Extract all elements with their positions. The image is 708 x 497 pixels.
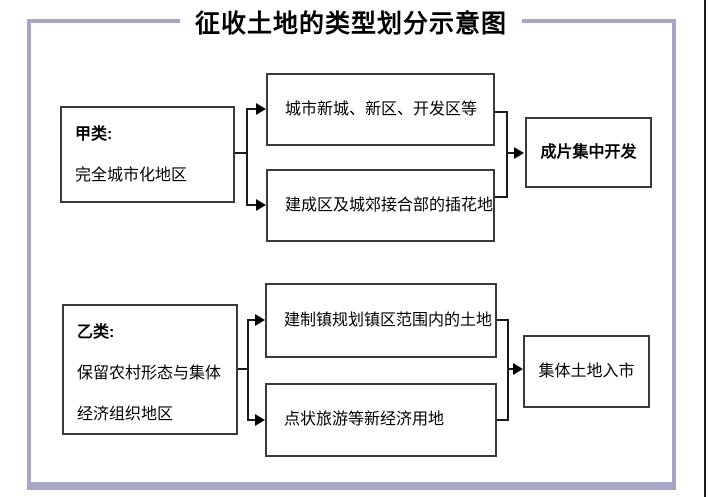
- connector-a1-out-stub: [495, 111, 508, 113]
- category-b-heading: 乙类:: [77, 324, 115, 341]
- connector-b-arm-1: [247, 319, 257, 321]
- branch-b1-label: 建制镇规划镇区范围内的土地: [284, 311, 493, 329]
- connector-b-source-stub: [238, 368, 249, 370]
- category-a-description: 完全城市化地区: [75, 167, 188, 184]
- connector-b1-out-stub: [497, 319, 509, 321]
- box-branch-a2: 建成区及城郊接合部的插花地: [266, 169, 495, 242]
- result-a-label: 成片集中开发: [540, 143, 637, 161]
- connector-b2-out-stub: [497, 419, 509, 421]
- connector-a-arm-1: [246, 108, 257, 110]
- branch-a2-label: 建成区及城郊接合部的插花地: [285, 196, 494, 214]
- arrow-right-icon: [255, 414, 265, 426]
- box-result-b: 集体土地入市: [523, 335, 650, 408]
- connector-b-right-vertical: [507, 319, 509, 421]
- page-edge-rule: [704, 0, 706, 497]
- branch-b2-label: 点状旅游等新经济用地: [284, 411, 445, 429]
- box-branch-b2: 点状旅游等新经济用地: [265, 383, 497, 457]
- category-b-description-line1: 保留农村形态与集体: [77, 365, 222, 382]
- arrow-right-icon: [255, 314, 265, 326]
- connector-b-left-vertical: [247, 319, 249, 421]
- category-b-description-line2: 经济组织地区: [77, 406, 174, 423]
- box-category-a: 甲类: 完全城市化地区: [60, 106, 235, 203]
- branch-a1-label: 城市新城、新区、开发区等: [285, 100, 478, 118]
- arrow-right-icon: [256, 103, 266, 115]
- connector-a-source-stub: [235, 152, 248, 154]
- box-result-a: 成片集中开发: [525, 117, 652, 188]
- arrow-right-icon: [513, 363, 523, 375]
- diagram-title: 征收土地的类型划分示意图: [179, 4, 523, 40]
- connector-b-arm-2: [247, 419, 257, 421]
- box-branch-a1: 城市新城、新区、开发区等: [266, 73, 495, 146]
- connector-a2-out-stub: [495, 196, 508, 198]
- box-category-b: 乙类: 保留农村形态与集体 经济组织地区: [62, 304, 238, 435]
- connector-a-result-arm: [506, 152, 515, 154]
- result-b-label: 集体土地入市: [538, 362, 635, 380]
- category-a-heading: 甲类:: [75, 126, 113, 143]
- arrow-right-icon: [256, 199, 266, 211]
- connector-b-result-arm: [507, 368, 515, 370]
- connector-a-right-vertical: [506, 111, 508, 198]
- box-branch-b1: 建制镇规划镇区范围内的土地: [265, 283, 497, 358]
- connector-a-arm-2: [246, 204, 257, 206]
- arrow-right-icon: [514, 147, 524, 159]
- connector-a-left-vertical: [246, 108, 248, 206]
